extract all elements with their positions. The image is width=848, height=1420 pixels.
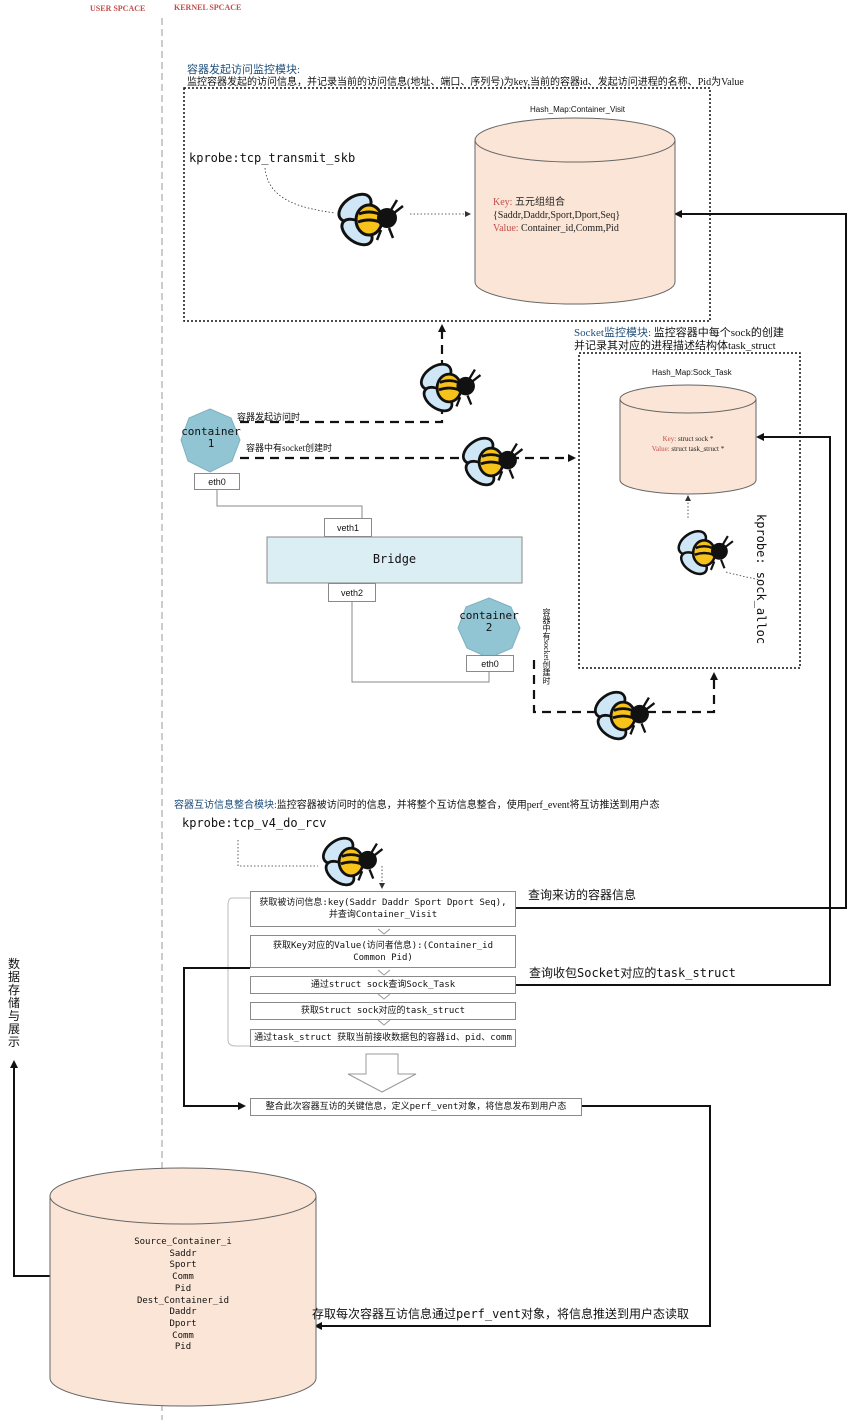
step-get-task-struct: 获取Struct sock对应的task_struct: [250, 1002, 516, 1020]
map1-key-label: Key:: [493, 197, 513, 208]
probe2-connector: [725, 571, 761, 581]
ebpf-bee-icon: [331, 186, 409, 258]
bridge-veth1: veth1: [324, 518, 372, 537]
module1-description: 监控容器发起的访问信息，并记录当前的访问信息(地址、端口、序列号)为key,当前…: [187, 77, 744, 88]
db-field: Saddr: [169, 1248, 197, 1259]
storage-display-label: 数据存储与展示: [8, 957, 21, 1049]
ebpf-bee-icon: [456, 430, 528, 498]
step-get-visited-info: 获取被访问信息:key(Saddr Daddr Sport Dport Seq)…: [250, 891, 516, 927]
bottom-note: 存取每次容器互访信息通过perf_vent对象，将信息推送到用户态读取: [312, 1307, 690, 1321]
probe-tcp-transmit-skb: kprobe:tcp_transmit_skb: [189, 151, 356, 165]
step-chevron: [377, 928, 391, 935]
map1-value-label: Value:: [493, 223, 519, 234]
final-to-db-line: [314, 1105, 711, 1330]
module3-header: 容器互访信息整合模块:监控容器被访问时的信息，并将整个互访信息整合，使用perf…: [174, 796, 660, 811]
module2-header: Socket监控模块: 监控容器中每个sock的创建 并记录其对应的进程描述结构…: [574, 327, 784, 353]
container-visit-map-contents: Key: 五元组组合 {Saddr,Daddr,Sport,Dport,Seq}…: [493, 196, 620, 235]
veth2-eth0-link: [351, 602, 490, 683]
db-field: Pid: [174, 1283, 192, 1294]
module3-description: 监控容器被访问时的信息，并将整个互访信息整合，使用perf_event将互访推送…: [276, 800, 660, 811]
step-chevron: [377, 993, 391, 1000]
db-to-display-line: [10, 1060, 50, 1277]
module2-desc1: 监控容器中每个sock的创建: [653, 327, 784, 339]
module3-title: 容器互访信息整合模块:: [174, 800, 277, 811]
probe-sock-alloc: kprobe: sock_alloc: [754, 514, 768, 645]
steps-bracket: [227, 897, 250, 1047]
db-field: Dport: [169, 1318, 197, 1329]
container-visit-cylinder: [474, 117, 676, 305]
db-field: Comm: [172, 1272, 194, 1283]
hollow-down-arrow: [347, 1053, 417, 1093]
probe-tcp-v4-do-rcv: kprobe:tcp_v4_do_rcv: [182, 816, 327, 830]
user-db-cylinder: [49, 1167, 317, 1407]
query-sock-task-line: [516, 433, 831, 986]
step-query-sock-task: 通过struct sock查询Sock_Task: [250, 976, 516, 994]
container-visit-map-title: Hash_Map:Container_Visit: [530, 105, 626, 114]
steps-to-final-line: [183, 967, 250, 1110]
ebpf-bee-icon: [414, 356, 486, 424]
step-get-container-info: 通过task_struct 获取当前接收数据包的容器id、pid、comm: [250, 1029, 516, 1047]
map1-key-value: 五元组组合: [514, 197, 565, 208]
sock-task-map-title: Hash_Map:Sock_Task: [652, 368, 732, 377]
container2-socket-label: 容器中有socket创建时: [542, 608, 551, 685]
bridge-label: Bridge: [372, 552, 417, 566]
user-db-fields: Source_Container_i Saddr Sport Comm Pid …: [50, 1237, 316, 1354]
map1-key-fields: {Saddr,Daddr,Sport,Dport,Seq}: [493, 210, 621, 221]
kernel-space-label: KERNEL SPCACE: [174, 3, 242, 12]
ebpf-bee-icon: [672, 524, 738, 586]
container1-shape: [180, 408, 241, 473]
module1-title: 容器发起访问监控模块:: [187, 64, 301, 76]
map2-key-value: struct sock *: [677, 435, 714, 443]
module2-desc2: 并记录其对应的进程描述结构体task_struct: [574, 340, 776, 352]
eth0-veth1-link: [216, 490, 363, 518]
map2-value-label: Value:: [651, 445, 670, 453]
container1-eth0: eth0: [194, 473, 240, 490]
bridge-shape: [266, 536, 523, 584]
map2-key-label: Key:: [662, 435, 677, 443]
note-query-visitor: 查询来访的容器信息: [528, 888, 637, 902]
db-field: Dest_Container_id: [136, 1295, 230, 1306]
arrow-visit-label: 容器发起访问时: [237, 412, 301, 422]
query-container-visit-line: [516, 210, 847, 909]
ebpf-bee-icon: [316, 830, 388, 898]
step-chevron: [377, 1019, 391, 1026]
db-field: Daddr: [169, 1307, 197, 1318]
probe1-connector: [264, 167, 336, 214]
container2-label: container 2: [459, 609, 519, 634]
module2-title: Socket监控模块:: [574, 327, 651, 339]
db-field: Sport: [169, 1260, 197, 1271]
container2-eth0: eth0: [466, 655, 514, 672]
ebpf-bee-icon: [588, 684, 660, 752]
sock-task-cylinder: [619, 384, 757, 495]
container1-label: container 1: [181, 425, 241, 450]
db-field: Pid: [174, 1342, 192, 1353]
map1-value-fields: Container_id,Comm,Pid: [521, 223, 619, 234]
module1-frame: [183, 87, 711, 322]
container1-visit-arrow: [240, 324, 446, 424]
bridge-veth2: veth2: [328, 583, 376, 602]
step-chevron: [377, 969, 391, 976]
note-query-task-struct: 查询收包Socket对应的task_struct: [529, 966, 736, 980]
db-field: Comm: [172, 1330, 194, 1341]
user-space-label: USER SPCACE: [90, 4, 146, 13]
sock-task-map-contents: Key: struct sock * Value: struct task_st…: [620, 434, 756, 454]
step-get-key-value: 获取Key对应的Value(访问者信息):(Container_id Commo…: [250, 935, 516, 968]
probe3-connector: [237, 840, 318, 867]
step-publish-perf-event: 整合此次容器互访的关键信息，定义perf_vent对象，将信息发布到用户态: [250, 1098, 582, 1116]
map2-value-value: struct task_struct *: [671, 445, 725, 453]
db-field: Source_Container_i: [134, 1237, 232, 1247]
arrow-socket-label: 容器中有socket创建时: [246, 443, 332, 453]
